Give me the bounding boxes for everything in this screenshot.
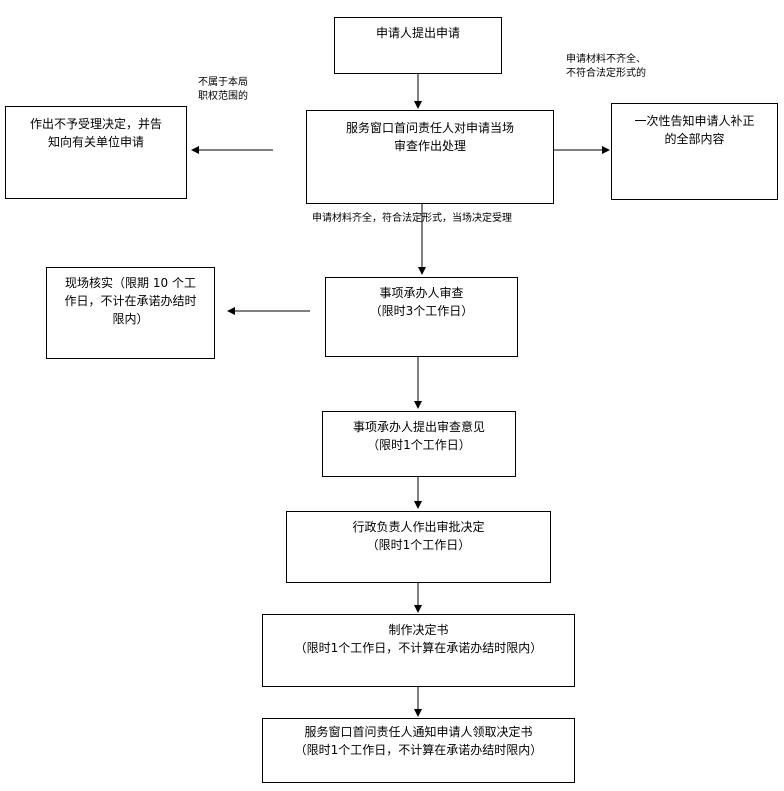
window-review-box: 服务窗口首问责任人对申请当场 审查作出处理 (306, 110, 554, 204)
label-accepted: 申请材料齐全，符合法定形式，当场决定受理 (312, 213, 512, 224)
site-check-line-3: 限内） (112, 312, 149, 326)
make-decision-box: 制作决定书 （限时1个工作日，不计算在承诺办结时限内） (262, 614, 575, 687)
supplement-line-2: 的全部内容 (664, 132, 725, 146)
site-check-line-2: 作日，不计在承诺办结时 (64, 294, 197, 308)
staff-opinion-line-2: （限时1个工作日） (367, 438, 471, 452)
supplement-box: 一次性告知申请人补正 的全部内容 (611, 103, 778, 200)
make-decision-line-1: 制作决定书 (388, 623, 449, 637)
window-review-line-1: 服务窗口首问责任人对申请当场 (345, 121, 514, 135)
apply-text: 申请人提出申请 (375, 26, 460, 40)
label-not-in-scope: 不属于本局 职权范围的 (198, 77, 248, 102)
leader-decision-line-2: （限时1个工作日） (366, 538, 471, 552)
supplement-line-1: 一次性告知申请人补正 (634, 114, 755, 128)
site-check-line-1: 现场核实（限期 10 个工 (65, 276, 196, 290)
staff-review-line-2: （限时3个工作日） (369, 304, 474, 318)
reject-line-2: 知向有关单位申请 (47, 135, 144, 149)
leader-decision-line-1: 行政负责人作出审批决定 (352, 520, 485, 534)
reject-line-1: 作出不予受理决定，并告 (29, 117, 162, 131)
notify-line-2: （限时1个工作日，不计算在承诺办结时限内） (294, 743, 543, 757)
reject-box: 作出不予受理决定，并告 知向有关单位申请 (5, 106, 187, 199)
notify-line-1: 服务窗口首问责任人通知申请人领取决定书 (304, 725, 533, 739)
staff-review-line-1: 事项承办人审查 (379, 286, 464, 300)
apply-box: 申请人提出申请 (334, 17, 502, 74)
leader-decision-box: 行政负责人作出审批决定 （限时1个工作日） (286, 511, 551, 583)
window-review-line-2: 审查作出处理 (393, 139, 466, 153)
make-decision-line-2: （限时1个工作日，不计算在承诺办结时限内） (294, 641, 543, 655)
staff-review-box: 事项承办人审查 （限时3个工作日） (325, 277, 518, 357)
label-incomplete: 申请材料不齐全、 不符合法定形式的 (566, 54, 646, 79)
staff-opinion-box: 事项承办人提出审查意见 （限时1个工作日） (322, 411, 516, 477)
staff-opinion-line-1: 事项承办人提出审查意见 (352, 420, 485, 434)
notify-box: 服务窗口首问责任人通知申请人领取决定书 （限时1个工作日，不计算在承诺办结时限内… (262, 718, 575, 783)
site-check-box: 现场核实（限期 10 个工 作日，不计在承诺办结时 限内） (46, 267, 215, 359)
